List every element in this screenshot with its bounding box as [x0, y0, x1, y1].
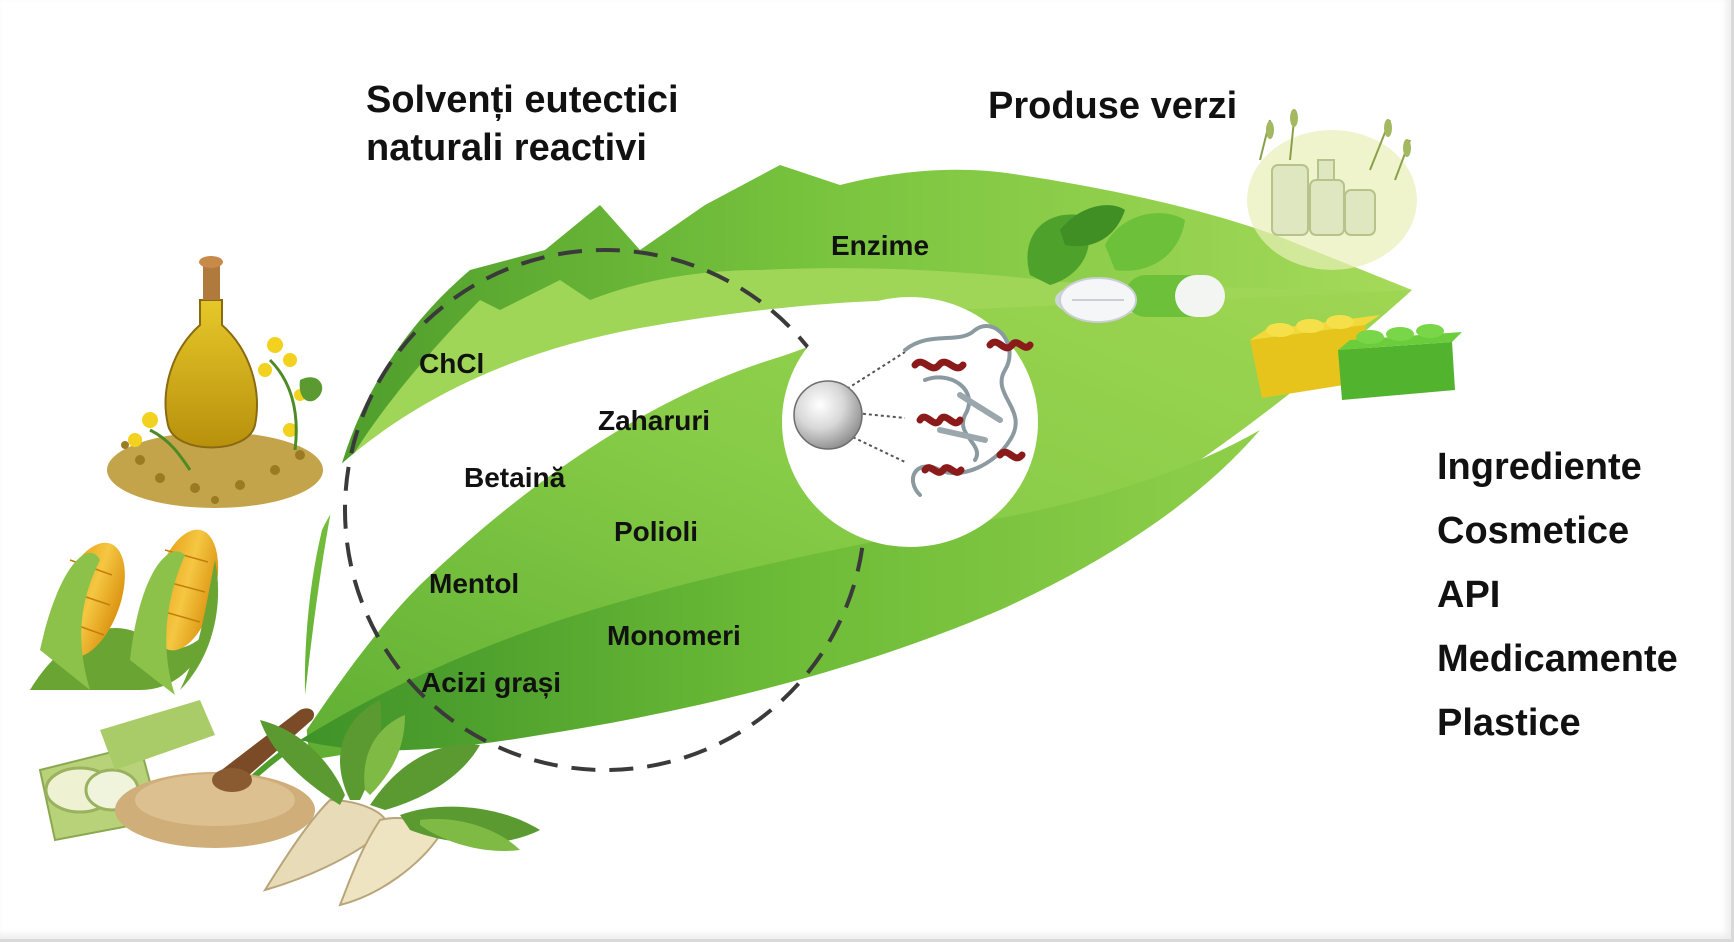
- label-chcl: ChCl: [419, 348, 485, 379]
- product-item: Medicamente: [1437, 638, 1678, 680]
- title-left-line2: naturali reactivi: [366, 127, 647, 169]
- leaf-lower-lobe: [300, 430, 1260, 751]
- title-eutectic-solvents: Solvenți eutectici naturali reactivi: [366, 76, 679, 172]
- label-betaina: Betaină: [464, 462, 566, 493]
- enzyme-lens: [782, 297, 1038, 547]
- title-green-products: Produse verzi: [988, 85, 1238, 127]
- sugar-beet-icon: [260, 700, 540, 907]
- title-left-line1: Solvenți eutectici: [366, 79, 679, 121]
- product-item: API: [1437, 574, 1501, 616]
- product-item: Plastice: [1437, 702, 1581, 744]
- carrier-sphere-icon: [793, 380, 863, 450]
- cosmetic-bottles-herbs-icon: [1247, 109, 1417, 270]
- leaf-midrib: [300, 300, 900, 740]
- label-enzime: Enzime: [831, 230, 930, 261]
- label-mentol: Mentol: [429, 568, 520, 599]
- label-acizi-grasi: Acizi grași: [421, 667, 562, 698]
- product-item: Cosmetice: [1437, 510, 1630, 552]
- connector-lines: [841, 351, 906, 463]
- label-polioli: Polioli: [614, 516, 698, 547]
- building-blocks-icon: [1250, 315, 1462, 400]
- label-zaharuri: Zaharuri: [598, 405, 711, 436]
- immobilized-enzyme-icon: [782, 297, 1038, 547]
- green-pills-leaves-icon: [1027, 205, 1225, 323]
- product-item: Ingrediente: [1437, 446, 1642, 488]
- corn-cobs-icon: [30, 529, 219, 695]
- protein-structure-icon: [903, 324, 1034, 497]
- oil-bottle-rapeseed-icon: [107, 256, 323, 508]
- sugarcane-and-sugar-icon: [38, 700, 315, 848]
- label-monomeri: Monomeri: [607, 620, 741, 651]
- leaf-inner-strip: [350, 268, 1380, 460]
